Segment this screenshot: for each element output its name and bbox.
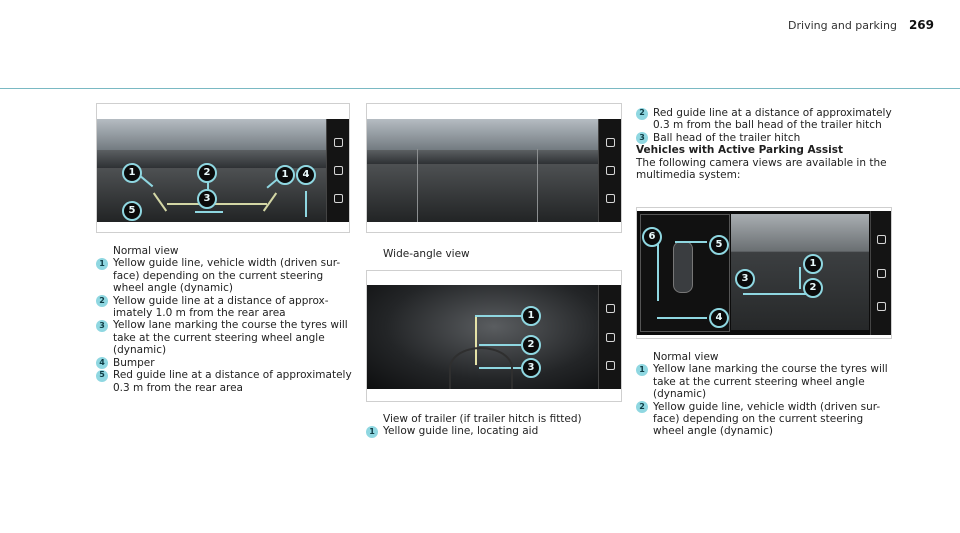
camera-icon (605, 138, 615, 147)
item-number: 2 (96, 295, 108, 308)
legend-trailer-view: View of trailer (if trailer hitch is fit… (366, 413, 626, 438)
view-icon (876, 301, 886, 311)
section-title: Driving and parking (788, 19, 897, 32)
camera-image-normal: 1 2 1 4 3 5 (97, 119, 349, 222)
figure-caption: View of trailer (if trailer hitch is fit… (383, 413, 582, 425)
camera-side-bar (598, 285, 621, 389)
figure-normal-view: 1 2 1 4 3 5 (96, 103, 350, 233)
camera-side-bar (870, 211, 891, 335)
item-number: 3 (96, 319, 108, 332)
callout-3: 3 (197, 189, 217, 209)
page-number: 269 (908, 18, 934, 32)
header-rule (0, 88, 960, 89)
callout-4: 4 (709, 308, 729, 328)
callout-1: 1 (803, 254, 823, 274)
callout-1: 1 (521, 306, 541, 326)
view-icon (605, 360, 615, 370)
callout-5: 5 (709, 235, 729, 255)
intro-line: The following camera views are available… (636, 156, 887, 169)
callout-2: 2 (521, 335, 541, 355)
item-number: 1 (366, 425, 378, 438)
intro-line: multimedia system: (636, 169, 741, 182)
item-number: 5 (96, 369, 108, 382)
figure-caption: Normal view (653, 351, 719, 363)
guide-line-cross (167, 203, 267, 205)
callout-2: 2 (803, 278, 823, 298)
camera-icon (876, 235, 886, 245)
figure-wide-angle-view (366, 103, 622, 233)
callout-3: 3 (521, 358, 541, 378)
view-divider (417, 149, 418, 222)
camera-side-bar (598, 119, 621, 222)
item-number: 2 (636, 401, 648, 414)
car-icon (605, 166, 615, 175)
camera-side-bar (326, 119, 349, 222)
car-top-view (673, 241, 693, 293)
figure-caption: Normal view (113, 245, 179, 257)
item-number: 1 (96, 257, 108, 270)
callout-6: 6 (642, 227, 662, 247)
car-icon (333, 166, 343, 175)
callout-4: 4 (296, 165, 316, 185)
view-icon (605, 194, 615, 203)
item-number: 2 (636, 107, 648, 120)
callout-5: 5 (122, 201, 142, 221)
car-icon (876, 268, 886, 278)
callout-1: 1 (122, 163, 142, 183)
camera-icon (333, 138, 343, 147)
camera-image-trailer: 1 2 3 (367, 285, 621, 389)
view-icon (333, 194, 343, 203)
item-number: 3 (636, 132, 648, 145)
figure-parking-assist: 6 5 1 3 2 4 (636, 207, 892, 339)
camera-icon (605, 304, 615, 314)
callout-3: 3 (735, 269, 755, 289)
item-number: 4 (96, 357, 108, 370)
callout-1: 1 (275, 165, 295, 185)
car-icon (605, 332, 615, 342)
locating-aid-line (449, 347, 513, 389)
camera-image-parking-assist: 6 5 1 3 2 4 (637, 211, 891, 335)
figure-caption: Wide-angle view (383, 248, 470, 260)
figure-trailer-view: 1 2 3 (366, 270, 622, 402)
item-number: 1 (636, 363, 648, 376)
section-heading: Vehicles with Active Parking Assist (636, 144, 844, 157)
callout-2: 2 (197, 163, 217, 183)
camera-image-wide (367, 119, 621, 222)
caption-wide-angle: Wide-angle view (366, 248, 626, 260)
page-header: Driving and parking 269 (788, 18, 934, 32)
